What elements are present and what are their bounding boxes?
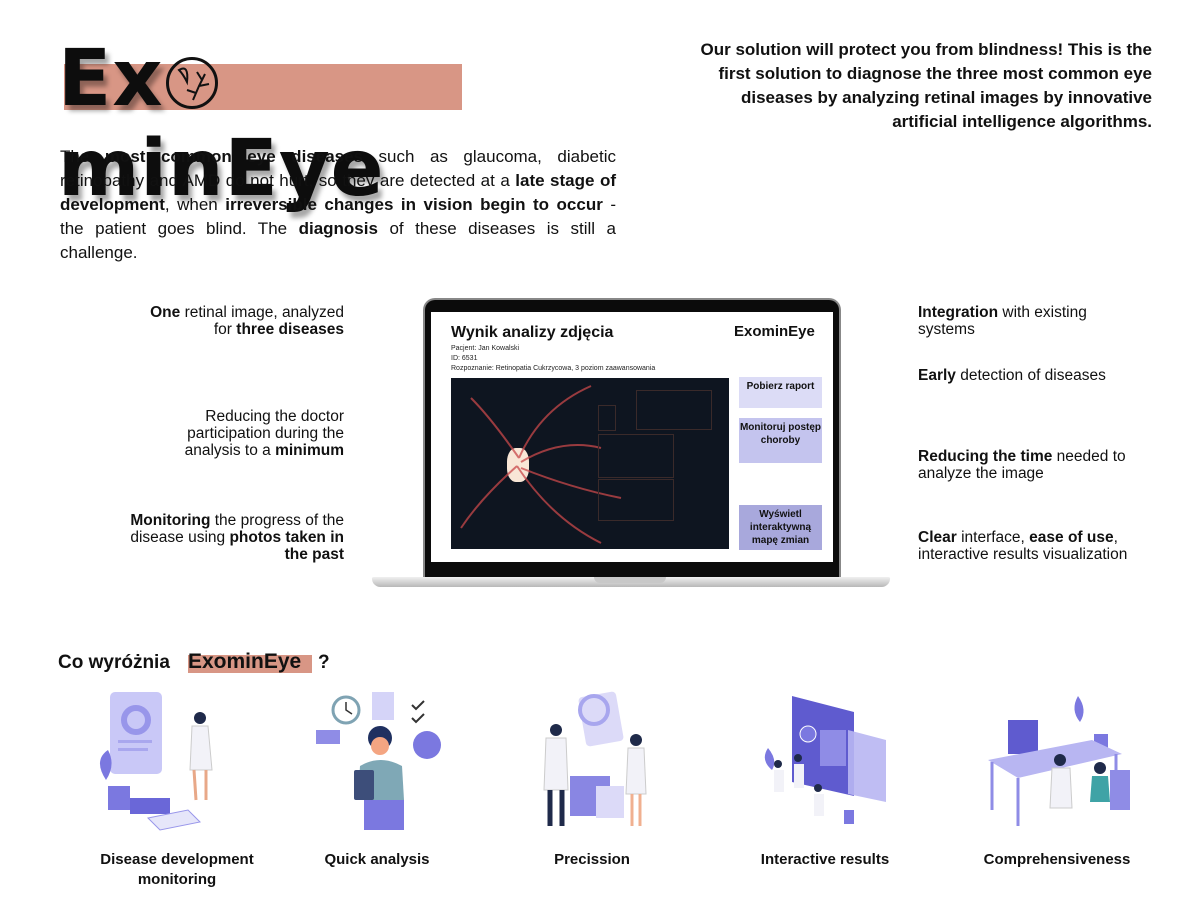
screen-title: Wynik analizy zdjęcia: [451, 324, 614, 341]
show-map-button[interactable]: Wyświetl interaktywną mapę zmian: [739, 505, 822, 550]
features-heading: Co wyróżnia: [58, 652, 170, 673]
lesion-box[interactable]: [598, 434, 674, 478]
download-report-button[interactable]: Pobierz raport: [739, 377, 822, 408]
screen-diagnosis: Rozpoznanie: Retinopatia Cukrzycowa, 3 p…: [451, 365, 656, 372]
lesion-box[interactable]: [598, 479, 674, 521]
doctor-consultation-desk-icon: [988, 696, 1130, 826]
features-heading-q: ?: [318, 652, 330, 673]
doctors-with-medical-file-icon: [543, 691, 647, 826]
feature-integration: Integration with existing systems: [918, 304, 1087, 338]
presentation-doctor-icon: [99, 692, 213, 831]
intro-paragraph: The most common eye diseases such as gla…: [60, 147, 617, 262]
feature-caption: Interactive results: [760, 851, 890, 868]
logo-band: [64, 64, 462, 110]
screen-id: ID: 6531: [451, 355, 478, 362]
blood-vessels: [460, 385, 622, 544]
screen-logo: ExominEye: [734, 323, 820, 340]
features-heading-logo: ExominEye: [188, 650, 312, 674]
feature-early-detection: Early detection of diseases: [918, 367, 1106, 384]
feature-reduce-time: Reducing the time needed to analyze the …: [918, 448, 1126, 482]
interactive-dashboard-icon: [764, 696, 886, 824]
feature-clear-interface: Clear interface, ease of use, interactiv…: [918, 529, 1128, 563]
eye-icon: [165, 57, 218, 109]
feature-caption: Disease development monitoring: [100, 851, 254, 888]
tagline: Our solution will protect you from blind…: [700, 40, 1152, 131]
screen-patient: Pacjent: Jan Kowalski: [451, 345, 520, 352]
retina-image[interactable]: [451, 378, 729, 549]
feature-reduce-doctor: Reducing the doctor participation during…: [184, 408, 344, 459]
laptop-notch: [594, 577, 666, 583]
man-with-clipboard-icon: [316, 692, 441, 830]
feature-caption: Quick analysis: [324, 851, 430, 868]
feature-caption: Precission: [554, 851, 630, 868]
lesion-box[interactable]: [636, 390, 712, 430]
feature-monitoring: Monitoring the progress of the disease u…: [130, 512, 344, 563]
optic-disc: [507, 448, 529, 482]
feature-caption: Comprehensiveness: [983, 851, 1131, 868]
lesion-box[interactable]: [598, 405, 616, 431]
feature-one-image: One retinal image, analyzed for three di…: [150, 304, 344, 338]
monitor-progress-button[interactable]: Monitoruj postęp choroby: [739, 418, 822, 463]
